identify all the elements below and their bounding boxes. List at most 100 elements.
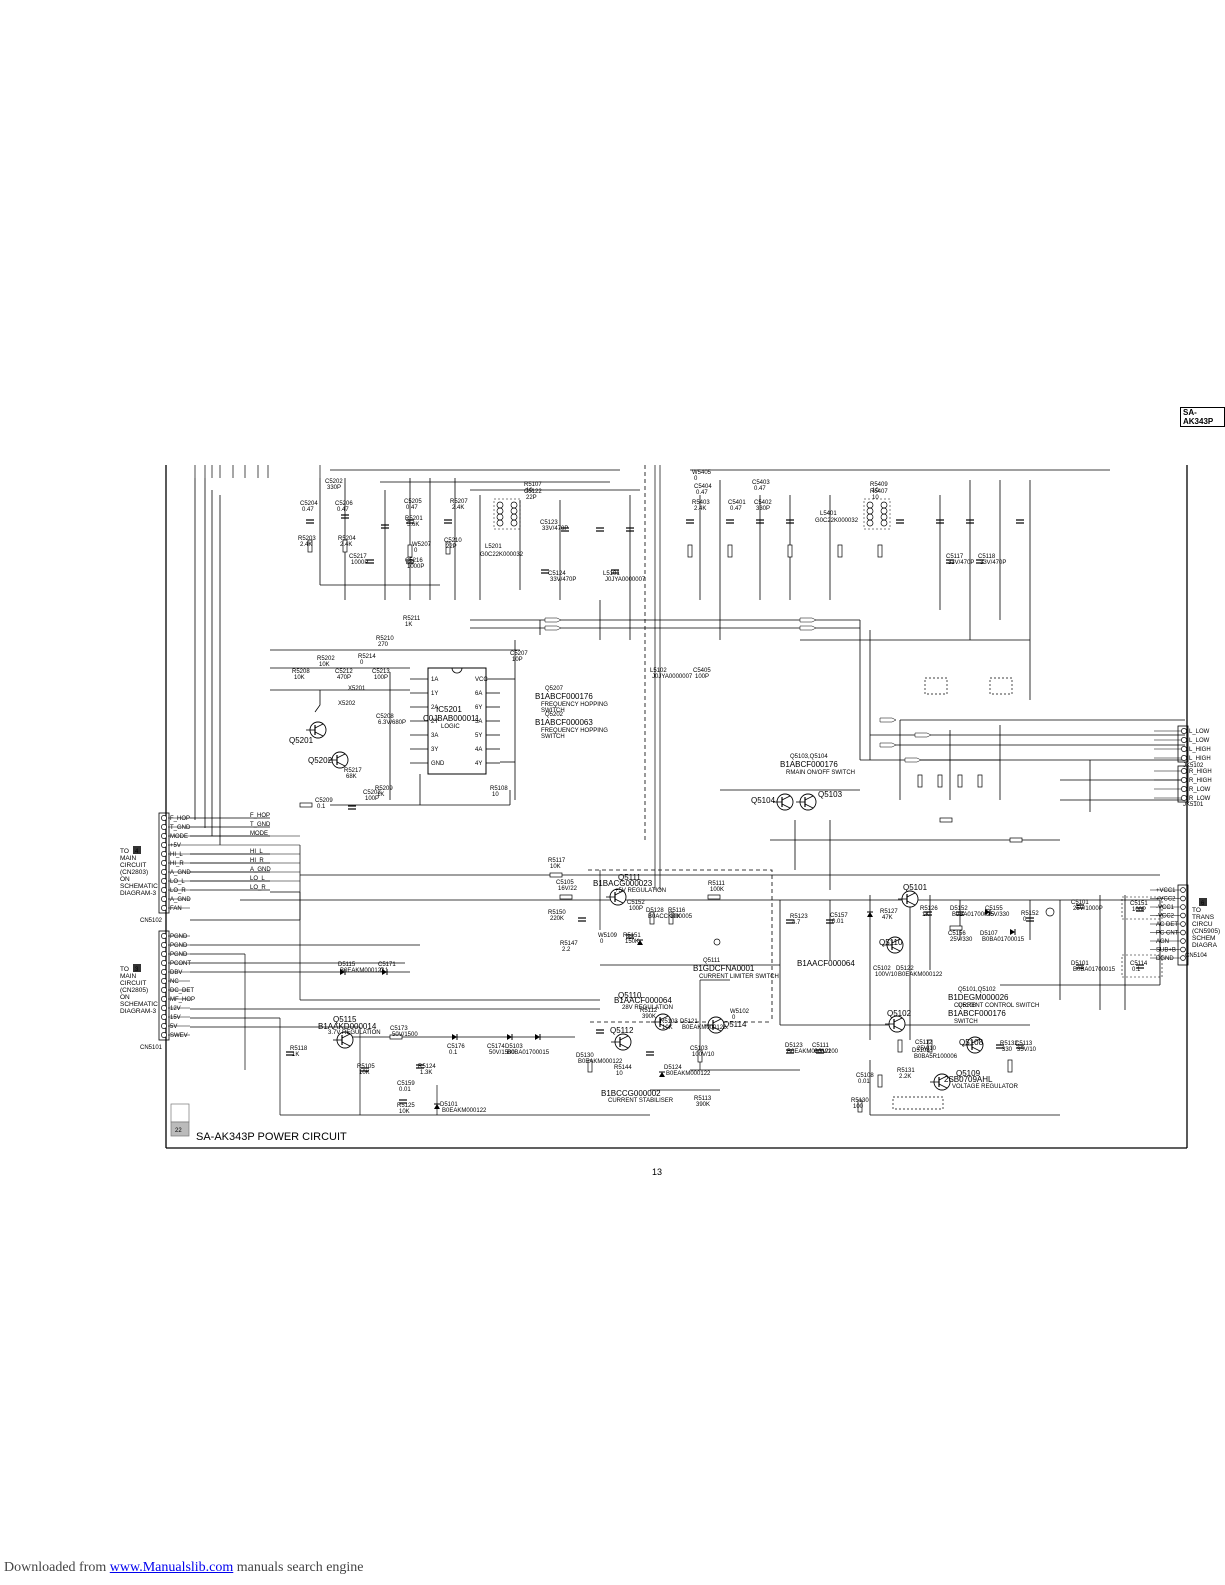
component-value: 0.47 [302, 507, 314, 513]
transistor-ref: Q5109 [956, 1069, 981, 1078]
right-connector-top-pin-label: L_LOW [1189, 738, 1210, 744]
to-text: TRANS [1192, 914, 1215, 921]
component-ref: C5209 [315, 798, 333, 804]
component-ref: R5144 [614, 1065, 632, 1071]
component-value: 0 [732, 1015, 736, 1021]
left-connector-top-pin-label: F_HOP [170, 816, 190, 822]
connector-pin [161, 815, 167, 821]
component-ref: R5126 [920, 906, 938, 912]
component-ref: C5117 [946, 554, 964, 560]
coil-symbol [496, 519, 504, 527]
block-desc: CURRENT LIMITER SWITCH [699, 974, 779, 980]
component-ref: R5112 [640, 1008, 658, 1014]
footer: Downloaded from www.Manualslib.com manua… [4, 1560, 364, 1576]
component-ref: W5207 [412, 542, 432, 548]
component-ref: R5111 [708, 881, 725, 887]
to-text: DIAGRA [1192, 942, 1218, 949]
component-ref: R5105 [357, 1064, 375, 1070]
coil-symbol [866, 507, 874, 515]
component-value: 0 [600, 939, 604, 945]
dashed-box [924, 677, 948, 695]
component-ref: R5124 [418, 1064, 436, 1070]
connector-pin [161, 978, 167, 984]
component-value: 1K [405, 622, 412, 628]
block-ref: Q5108 [958, 1003, 977, 1009]
block-ref: Q5111 [703, 958, 721, 964]
transistor-ref: Q5114 [723, 1020, 747, 1029]
component-ref: R5117 [548, 858, 566, 864]
component-ref: C5103 [690, 1046, 708, 1052]
block-desc: SWITCH [541, 708, 565, 714]
component-ref: R5203 [298, 536, 316, 542]
wire [938, 1075, 948, 1081]
diode-symbol [340, 969, 345, 975]
resistor-symbol [389, 1034, 403, 1040]
component-ref: D5101 [440, 1102, 458, 1108]
transistor-ref: Q5103 [818, 790, 843, 799]
diode-symbol [637, 940, 643, 945]
left-connector-top-pin-label: HI_R [170, 861, 184, 867]
to-text: TO [120, 966, 129, 973]
signal-arrow [799, 617, 817, 623]
block-desc: RMAIN ON/OFF SWITCH [786, 770, 855, 776]
to-text: (CN2803) [120, 869, 148, 876]
wire [336, 753, 346, 759]
connector-pin [161, 1014, 167, 1020]
component-ref: L5102 [650, 668, 667, 674]
component-value: B0EAKM000122 [666, 1071, 711, 1077]
connector-pin [1181, 777, 1187, 783]
component-value: 0.47 [754, 486, 766, 492]
component-value: 330 [1002, 1047, 1013, 1053]
signal-arrow [879, 717, 897, 723]
resistor-symbol [342, 539, 348, 553]
dashed-box [1121, 954, 1163, 978]
dashed-box [989, 677, 1013, 695]
component-ref: R5113 [694, 1096, 712, 1102]
to-text: CIRCUIT [120, 980, 146, 987]
component-value: 100P [1132, 907, 1146, 913]
component-ref: C5159 [397, 1081, 415, 1087]
connector-pin [161, 969, 167, 975]
to-text: (CN2805) [120, 987, 148, 994]
component-ref: C5157 [830, 913, 848, 919]
component-value: 10K [399, 1109, 410, 1115]
wire [341, 1033, 351, 1039]
component-ref: C5156 [948, 931, 966, 937]
component-value: 25V/330 [987, 912, 1010, 918]
component-value: 0.1 [380, 968, 389, 974]
component-value: 6.3V/100 [814, 1049, 839, 1055]
wire [906, 892, 916, 898]
connector-pin [161, 887, 167, 893]
connector-pin [1180, 955, 1186, 961]
coil-symbol [880, 507, 888, 515]
connector-pin [161, 842, 167, 848]
component-ref: R5127 [880, 909, 898, 915]
wire [971, 1046, 981, 1052]
coil-symbol [866, 513, 874, 521]
transistor-desc: 28V REGULATION [622, 1005, 673, 1011]
component-value: 0.47 [730, 506, 742, 512]
block-ref: Q5207 [545, 686, 564, 692]
diode-symbol [659, 1072, 665, 1077]
signal-arrow [544, 617, 562, 623]
component-ref: R5131 [897, 1068, 915, 1074]
left-connector-bottom-pin-label: DBV [170, 970, 182, 976]
component-value: 0.01 [858, 1079, 870, 1085]
footer-prefix: Downloaded from [4, 1560, 110, 1575]
block-desc: SWITCH [954, 1019, 978, 1025]
coil-label: L5201 [485, 544, 502, 550]
component-ref: C5155 [985, 906, 1003, 912]
component-value: 68K [346, 774, 357, 780]
connector-pin [1180, 895, 1186, 902]
component-value: 10 [872, 495, 879, 501]
resistor-symbol [927, 1039, 933, 1053]
ic-sub: LOGIC [441, 724, 460, 730]
dashed-box [1121, 896, 1163, 920]
manualslib-link[interactable]: www.Manualslib.com [109, 1560, 234, 1575]
right-connector-bottom-pin-label: AGN [1156, 939, 1169, 945]
resistor-symbol [1009, 837, 1023, 843]
component-value: 22P [446, 544, 457, 550]
test-point [1045, 907, 1055, 917]
connector-pin [161, 1005, 167, 1011]
component-value: 0 [1023, 917, 1027, 923]
